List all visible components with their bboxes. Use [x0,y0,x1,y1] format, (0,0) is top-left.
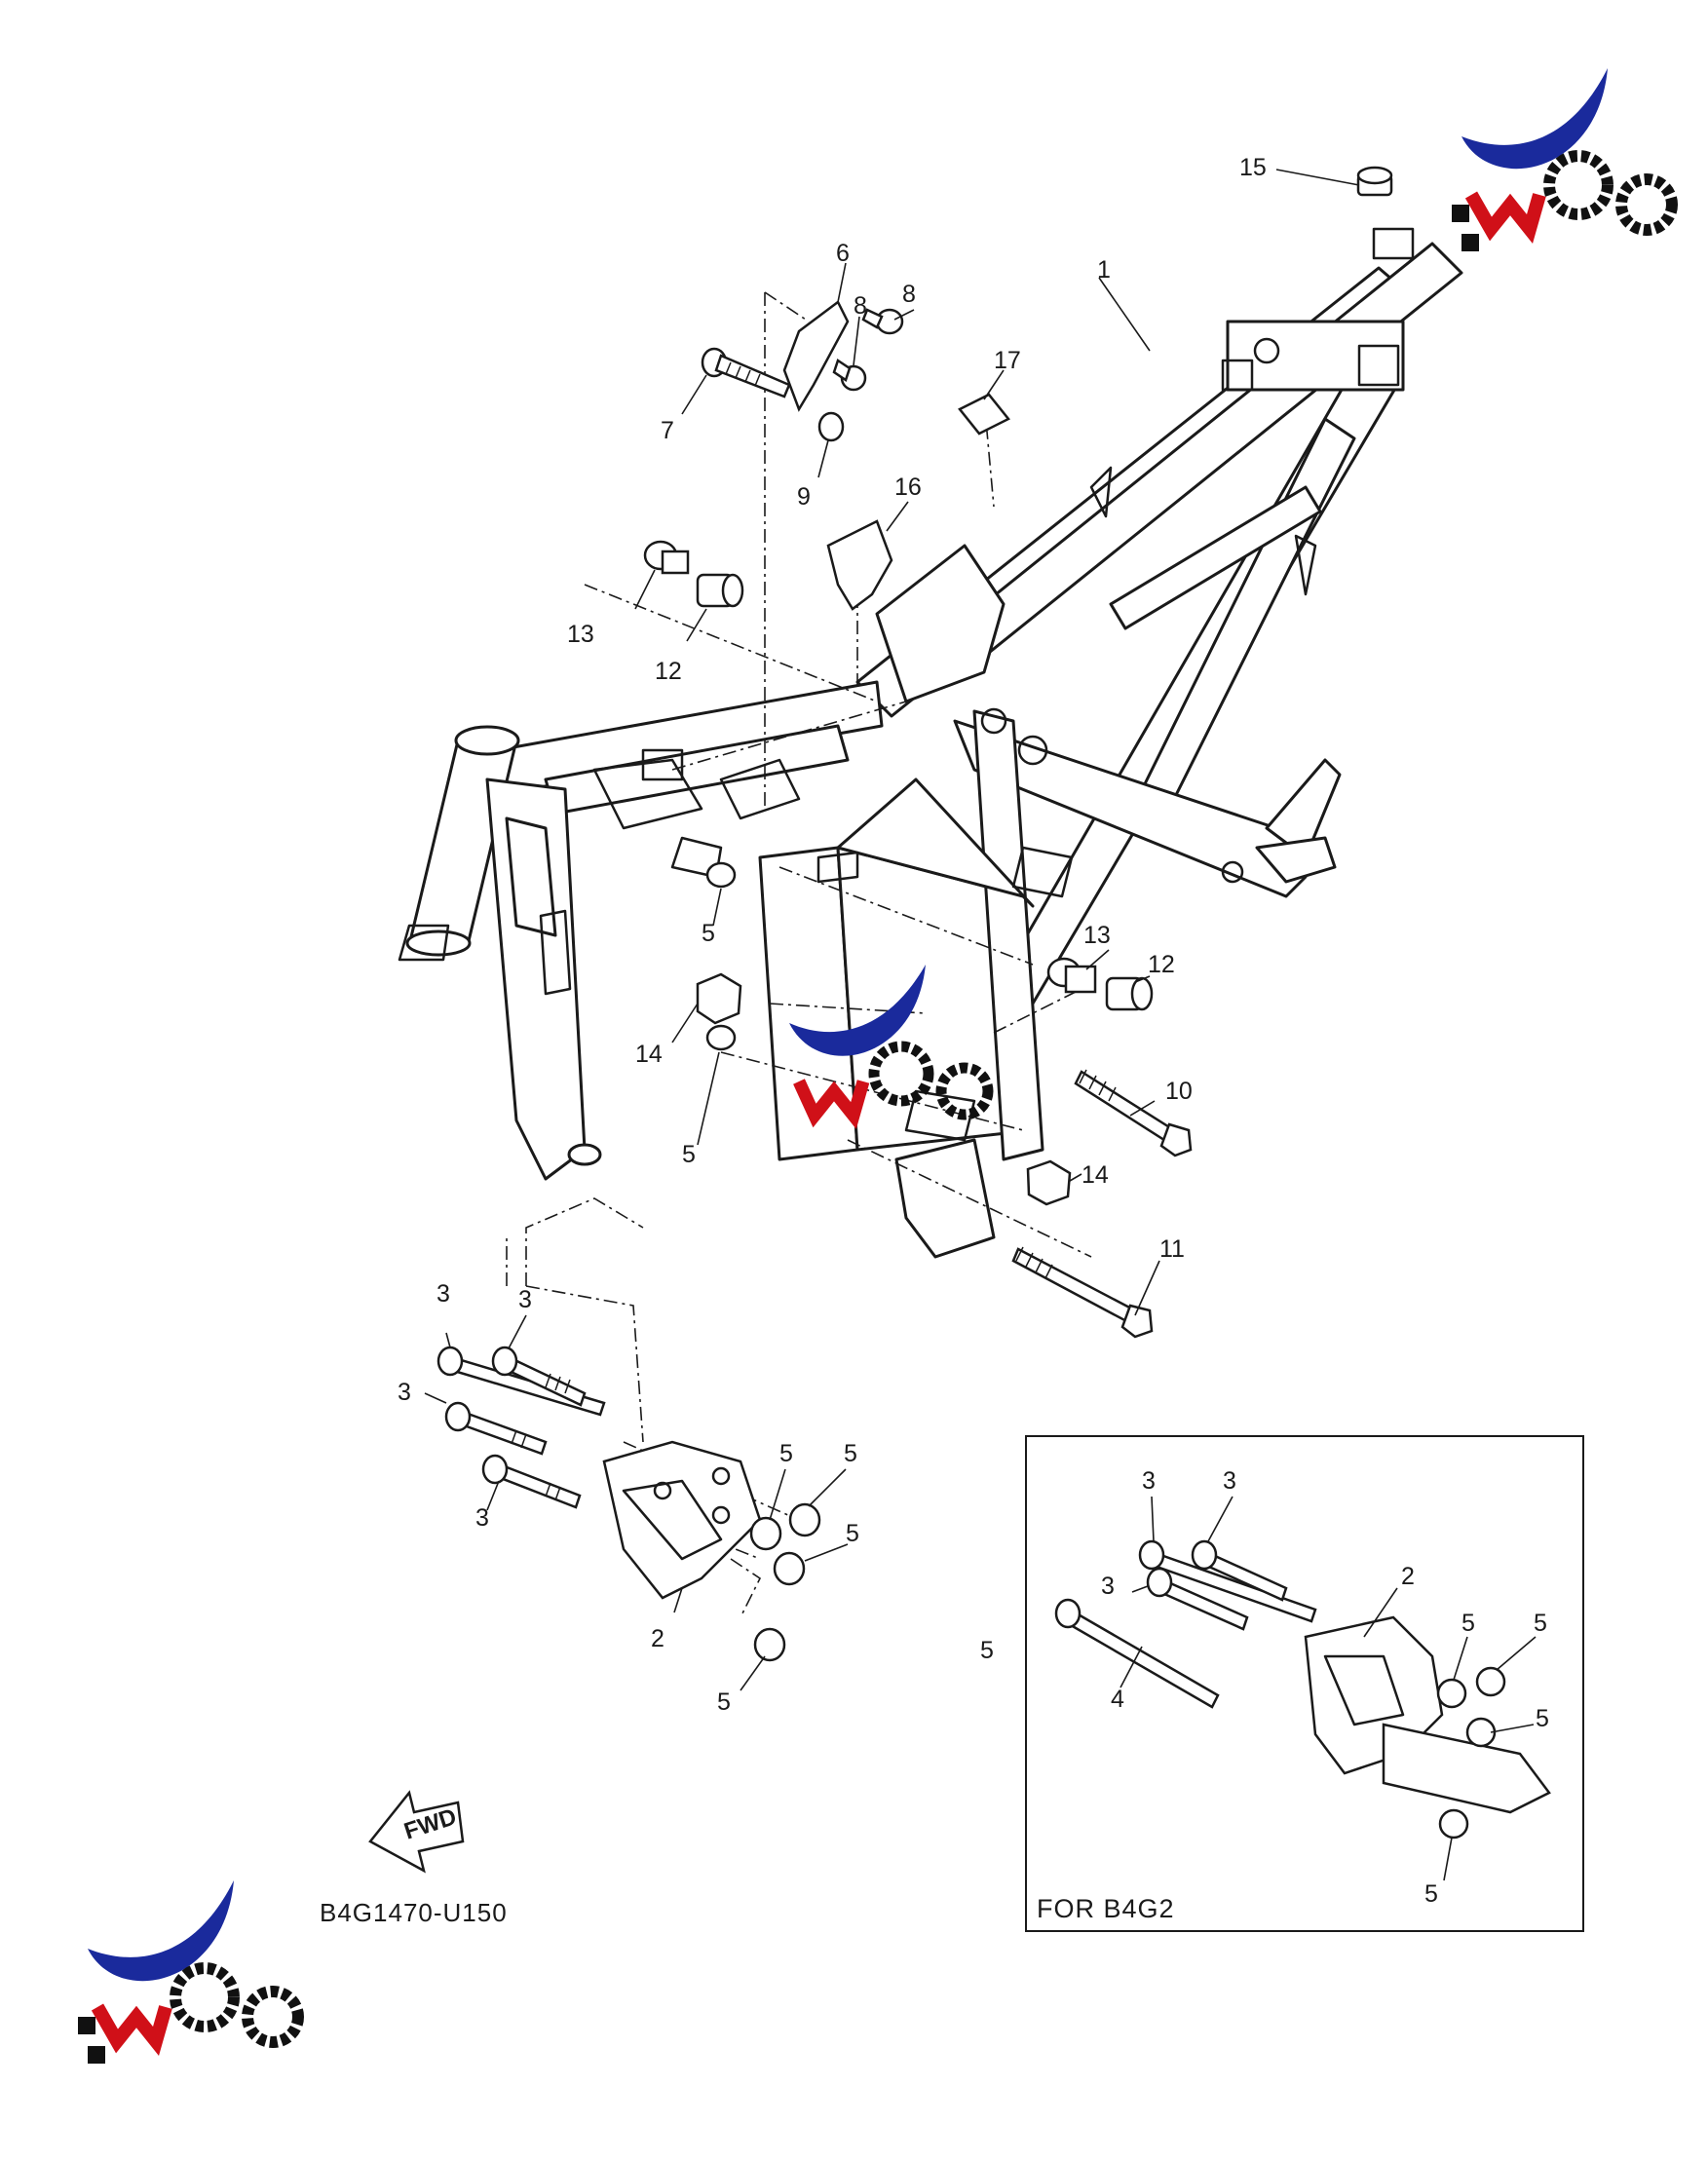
callout-5: 5 [702,920,715,947]
callout-labels: 1 2 2 3 3 3 3 3 3 3 4 5 5 5 5 5 5 5 5 5 … [398,154,1549,1908]
part-2-engine-bracket [602,1440,762,1600]
callout-12: 12 [1148,951,1175,978]
callout-4-inset: 4 [1111,1686,1124,1713]
callout-2: 2 [651,1625,664,1652]
steering-head-top [454,725,520,756]
callout-5: 5 [779,1440,793,1467]
part-5-washer-lower [705,1024,737,1051]
moto-guids-logo-top-right [1452,68,1678,251]
callout-5-inset: 5 [1536,1705,1549,1732]
mid-crossmember [1109,485,1322,630]
part-11-long-bolt [1011,1246,1154,1339]
callout-3: 3 [436,1280,450,1308]
frame-tabs [398,227,1415,1142]
callout-3: 3 [518,1286,532,1313]
part-8-bolt-a [832,359,867,392]
callout-8: 8 [902,281,916,308]
callout-16: 16 [894,474,922,501]
part-14-nut-right [1026,1159,1072,1206]
inset-title: FOR B4G2 [1037,1894,1175,1923]
part-13-collar-upper [643,540,690,575]
callout-7: 7 [661,417,674,444]
rear-crossmember [1226,320,1405,392]
callout-10: 10 [1165,1078,1193,1105]
callout-2-inset: 2 [1401,1563,1415,1590]
part-14-nut-left [696,972,742,1025]
callout-14: 14 [635,1041,663,1068]
down-tube-gusset [505,816,557,937]
part-8-bolt-b [861,308,904,335]
diagram-code: B4G1470-U150 [320,1898,508,1927]
part-7-bolt [701,347,791,398]
callout-11: 11 [1159,1235,1185,1263]
moto-guids-logo-center [789,965,994,1129]
moto-guids-logo-bottom-left [78,1880,304,2064]
callout-9: 9 [797,483,811,511]
assembly-leader-lines [506,291,1092,1618]
callout-3: 3 [475,1504,489,1532]
callout-5: 5 [844,1440,857,1467]
fwd-arrow-icon [368,1790,465,1874]
part-15-damper [1356,166,1393,197]
part-3-bolt-group-lower [436,1346,606,1509]
part-6-bracket [782,300,850,412]
part-5-washer-upper [705,861,737,889]
callout-5-inset: 5 [1534,1610,1547,1637]
callout-6: 6 [836,240,850,267]
part-12-bush-upper [696,573,744,608]
part-16-cover [826,519,893,611]
callout-8: 8 [854,292,867,320]
callout-5-inset: 5 [980,1637,994,1664]
part-10-long-bolt [1074,1069,1193,1157]
part-17-label-plate [958,393,1010,436]
callout-5: 5 [682,1141,696,1168]
part-13-collar-right [1046,957,1097,994]
callout-5: 5 [846,1520,859,1547]
callout-17: 17 [994,347,1021,374]
callout-14: 14 [1082,1161,1109,1189]
callout-5: 5 [717,1688,731,1716]
part-5-nuts-lower-group [749,1502,821,1662]
callout-13: 13 [1083,922,1111,949]
part-12-bush-right [1105,976,1154,1011]
callout-3-inset: 3 [1223,1467,1236,1495]
inset-parts [1054,1539,1551,1840]
center-top-bridge [836,778,1035,908]
inset-box-b4g2 [1025,1435,1584,1932]
part-9-nut [817,411,845,442]
callout-leaders [424,169,1537,1881]
callout-5-inset: 5 [1424,1880,1438,1908]
steering-head-bottom [405,929,472,957]
frame-main [398,227,1463,1259]
callout-13: 13 [567,621,594,648]
callout-12: 12 [655,658,682,685]
seat-rail-right [933,242,1463,674]
lower-pivot-plate [894,1138,996,1259]
callout-1: 1 [1097,256,1111,284]
callout-3-inset: 3 [1142,1467,1156,1495]
right-mount-lug [1255,836,1337,884]
callout-15: 15 [1239,154,1267,181]
front-hanger-boss [567,1143,602,1166]
callout-3-inset: 3 [1101,1573,1115,1600]
center-main-tube [972,709,1044,1161]
rail-gusset-plate [875,544,1006,703]
lower-cross-tube [953,719,1308,898]
callout-5-inset: 5 [1461,1610,1475,1637]
callout-3: 3 [398,1379,411,1406]
